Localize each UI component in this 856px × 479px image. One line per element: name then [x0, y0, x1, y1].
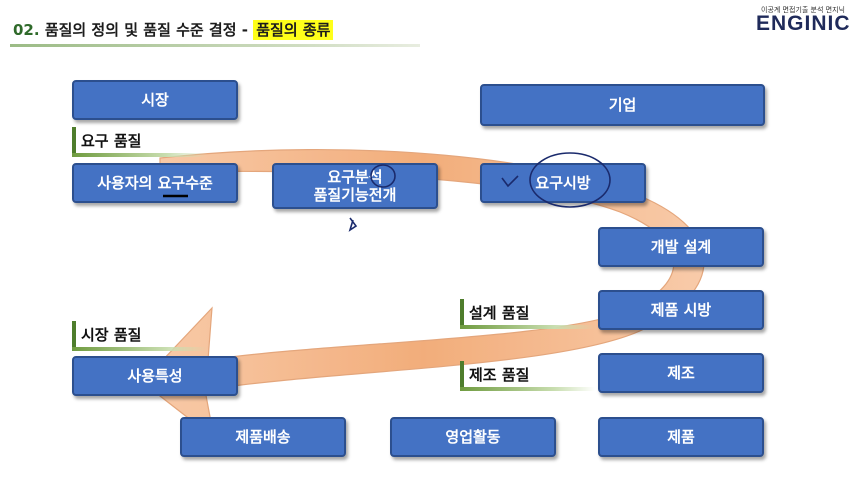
title-text: 품질의 정의 및 품질 수준 결정 - — [44, 21, 248, 39]
label-underline — [460, 387, 595, 391]
box-manufacture: 제조 — [598, 353, 764, 393]
label-bar — [72, 321, 76, 349]
box-requirement-analysis-line1: 요구분석 — [327, 168, 383, 186]
box-dev-design: 개발 설계 — [598, 227, 764, 267]
box-product: 제품 — [598, 417, 764, 457]
brand-logo: ENGINIC — [756, 12, 851, 35]
box-delivery: 제품배송 — [180, 417, 346, 457]
title-underline — [10, 44, 420, 47]
title-highlight: 품질의 종류 — [253, 20, 334, 40]
annotation-circle-analysis — [370, 164, 396, 188]
label-design-quality-text: 설계 품질 — [469, 304, 530, 322]
label-underline — [72, 153, 207, 157]
annotation-checkmark — [501, 175, 519, 188]
title-number: 02. — [13, 21, 40, 39]
label-design-quality: 설계 품질 — [460, 299, 595, 329]
label-manufacturing-quality: 제조 품질 — [460, 361, 595, 391]
label-bar — [460, 299, 464, 327]
annotation-mark — [348, 217, 358, 232]
label-requirement-quality-text: 요구 품질 — [81, 132, 142, 150]
brand-tagline: 이공계 면접기출 분석 면지닉 — [761, 6, 845, 14]
label-bar — [72, 127, 76, 155]
box-company: 기업 — [480, 84, 765, 126]
label-underline — [460, 325, 595, 329]
annotation-circle-spec — [529, 152, 611, 208]
label-bar — [460, 361, 464, 389]
box-requirement-analysis: 요구분석 품질기능전개 — [272, 163, 438, 209]
label-market-quality: 시장 품질 — [72, 321, 207, 351]
label-requirement-quality: 요구 품질 — [72, 127, 207, 157]
box-requirement-spec: 요구시방 — [480, 163, 646, 203]
box-user-requirement: 사용자의 요구수준 — [72, 163, 238, 203]
box-sales: 영업활동 — [390, 417, 556, 457]
box-product-spec: 제품 시방 — [598, 290, 764, 330]
box-market: 시장 — [72, 80, 238, 120]
label-manufacturing-quality-text: 제조 품질 — [469, 366, 530, 384]
box-requirement-analysis-line2: 품질기능전개 — [313, 186, 397, 204]
page-title: 02. 품질의 정의 및 품질 수준 결정 - 품질의 종류 — [13, 19, 334, 40]
box-usage: 사용특성 — [72, 356, 238, 396]
label-underline — [72, 347, 207, 351]
label-market-quality-text: 시장 품질 — [81, 326, 142, 344]
